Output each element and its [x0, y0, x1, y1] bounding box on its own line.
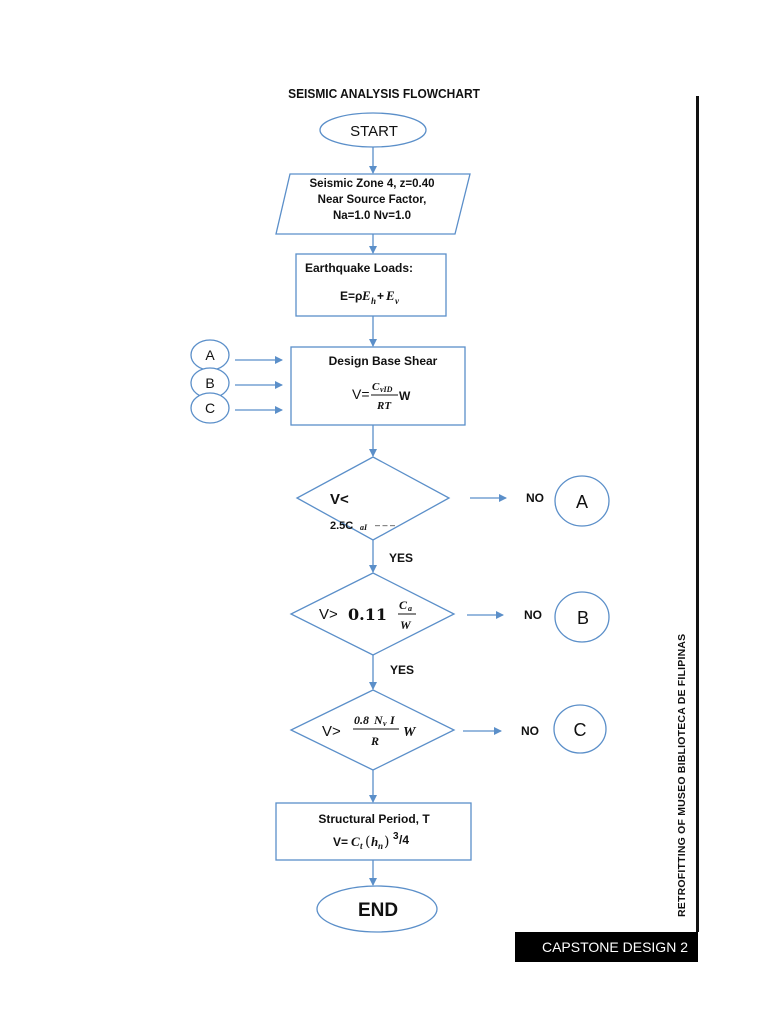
svg-text:E: E [361, 288, 371, 303]
input-line-2: Near Source Factor, [318, 194, 427, 206]
decision-2-yes: YES [390, 663, 414, 677]
svg-text:3: 3 [393, 831, 399, 842]
svg-text:h: h [371, 834, 378, 849]
decision-1-yes: YES [389, 551, 413, 565]
decision-1-no: NO [526, 491, 544, 505]
svg-text:R: R [370, 734, 379, 748]
svg-text:C: C [351, 834, 360, 849]
svg-text:C: C [372, 381, 380, 393]
svg-text:2.5C: 2.5C [330, 520, 353, 532]
connector-in-c-label: C [205, 400, 215, 416]
connector-out-c-label: C [574, 720, 587, 740]
svg-text:V=: V= [333, 835, 348, 849]
input-line-1: Seismic Zone 4, z=0.40 [310, 178, 435, 190]
svg-text:/4: /4 [399, 833, 409, 847]
footer-label: CAPSTONE DESIGN 2 [541, 939, 688, 955]
connector-in-a-label: A [205, 347, 215, 363]
svg-text:W: W [399, 389, 411, 403]
earthquake-loads-box [295, 253, 447, 317]
svg-text:V<: V< [330, 491, 349, 508]
svg-text:– – –: – – – [375, 520, 395, 530]
svg-text:N: N [373, 713, 384, 727]
svg-text:0.11: 0.11 [348, 605, 387, 624]
decision-3 [289, 689, 456, 771]
connector-out-a [554, 475, 610, 527]
earthquake-loads-formula: E=ρ E h + E v [340, 288, 400, 306]
decision-3-formula: V> 0.8 N v I R W [322, 713, 417, 748]
svg-text:RT: RT [376, 400, 392, 412]
decision-3-no: NO [521, 724, 539, 738]
structural-period-formula: V= C t ( h n ) 3 /4 [333, 831, 409, 851]
svg-text:E=ρ: E=ρ [340, 289, 362, 303]
flow-arrows [235, 147, 507, 886]
svg-text:I: I [389, 713, 396, 727]
svg-text:V=: V= [352, 386, 370, 402]
svg-text:t: t [360, 841, 363, 851]
input-parallelogram [275, 173, 471, 235]
svg-text:C: C [399, 598, 408, 612]
svg-text:(: ( [365, 834, 370, 850]
svg-text:V>: V> [322, 723, 341, 740]
structural-period-box [275, 802, 472, 861]
svg-text:n: n [378, 841, 383, 851]
svg-text:v: v [395, 296, 400, 306]
design-base-shear-box [290, 346, 466, 426]
design-base-shear-formula: V= C vID RT W [352, 381, 411, 412]
end-terminal [316, 885, 438, 933]
connector-out-a-label: A [576, 492, 588, 512]
sidebar-title: RETROFITTING OF MUSEO BIBLIOTECA DE FILI… [676, 633, 688, 917]
decision-1-formula: V< 2.5C aI – – – [330, 491, 395, 532]
svg-text:W: W [400, 618, 412, 632]
connector-out-c [553, 704, 607, 754]
svg-text:V>: V> [319, 606, 338, 623]
svg-text:vID: vID [380, 385, 393, 394]
decision-1 [295, 456, 451, 541]
connector-out-b [554, 591, 610, 643]
svg-text:v: v [383, 719, 387, 728]
start-label: START [350, 123, 398, 140]
svg-text:): ) [384, 834, 389, 850]
structural-period-heading: Structural Period, T [318, 812, 430, 826]
svg-text:+: + [377, 289, 384, 303]
decision-2-formula: V> 0.11 C a W [319, 598, 416, 632]
svg-text:h: h [371, 296, 376, 306]
input-line-3: Na=1.0 Nv=1.0 [333, 210, 411, 222]
end-label: END [358, 900, 398, 921]
connector-in-c [190, 392, 230, 424]
svg-text:E: E [385, 288, 395, 303]
sidebar-rule [696, 96, 699, 932]
svg-text:aI: aI [360, 523, 368, 532]
decision-2-no: NO [524, 608, 542, 622]
connector-out-b-label: B [577, 608, 589, 628]
footer-banner: CAPSTONE DESIGN 2 [515, 932, 698, 962]
svg-text:W: W [403, 725, 417, 740]
earthquake-loads-heading: Earthquake Loads: [305, 261, 413, 275]
svg-text:a: a [408, 604, 412, 613]
design-base-shear-heading: Design Base Shear [329, 354, 438, 368]
connector-in-b-label: B [205, 375, 214, 391]
svg-text:0.8: 0.8 [354, 713, 369, 727]
flowchart-title: SEISMIC ANALYSIS FLOWCHART [288, 86, 480, 101]
